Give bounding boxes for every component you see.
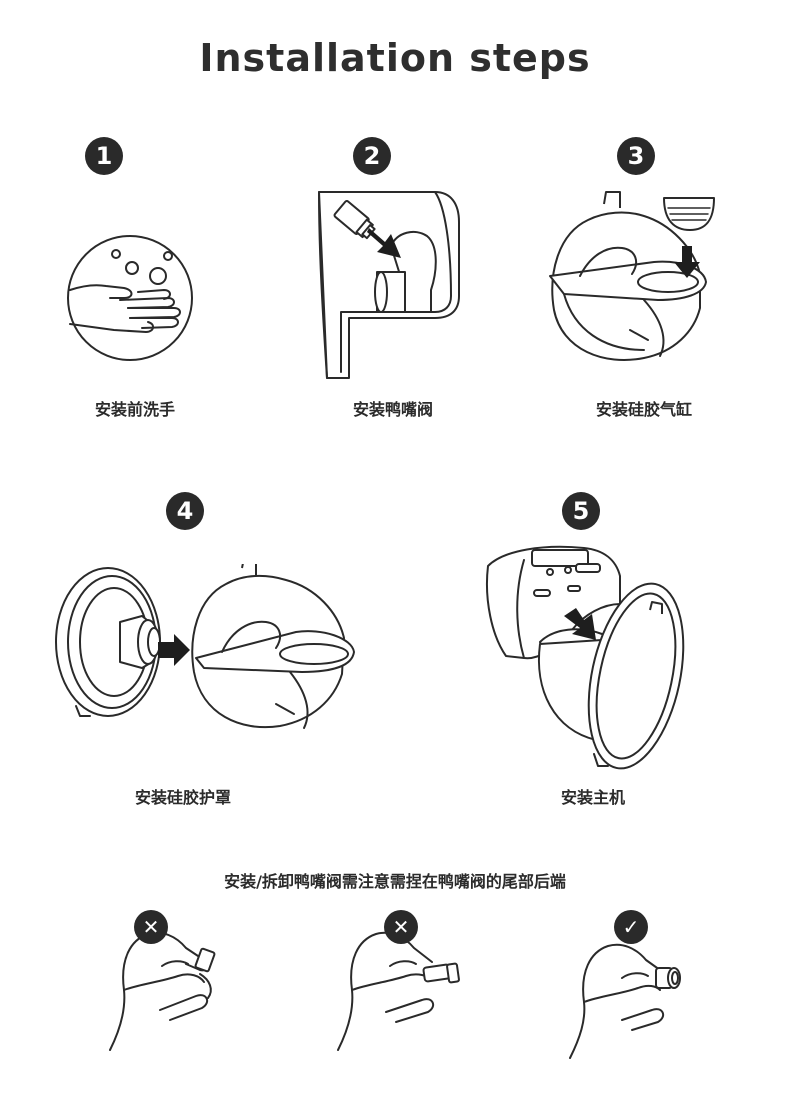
main-unit-icon: [485, 545, 685, 770]
step-5-caption: 安装主机: [560, 788, 625, 807]
step-3-caption: 安装硅胶气缸: [595, 400, 692, 419]
step-2-badge: 2: [353, 137, 391, 175]
step-5-badge: 5: [562, 492, 600, 530]
step-1-caption: 安装前洗手: [94, 400, 175, 419]
duckbill-valve-icon: [318, 191, 460, 379]
grip-wrong-2-illustration: [337, 931, 460, 1051]
step-3-badge: 3: [617, 137, 655, 175]
silicone-cylinder-icon: [549, 191, 715, 361]
step-1-badge: 1: [85, 137, 123, 175]
grip-correct-illustration: [569, 943, 681, 1059]
check-icon: ✓: [614, 910, 648, 944]
cross-icon: ✕: [134, 910, 168, 944]
silicone-shield-icon: [55, 564, 355, 729]
hand-wash-icon: [67, 235, 193, 361]
step-4-caption: 安装硅胶护罩: [134, 788, 231, 807]
grip-wrong-1-illustration: [109, 931, 216, 1051]
cross-icon: ✕: [384, 910, 418, 944]
page-title: Installation steps: [199, 36, 591, 80]
step-4-badge: 4: [166, 492, 204, 530]
valve-handling-note: 安装/拆卸鸭嘴阀需注意需捏在鸭嘴阀的尾部后端: [224, 872, 566, 891]
step-2-caption: 安装鸭嘴阀: [352, 400, 433, 419]
